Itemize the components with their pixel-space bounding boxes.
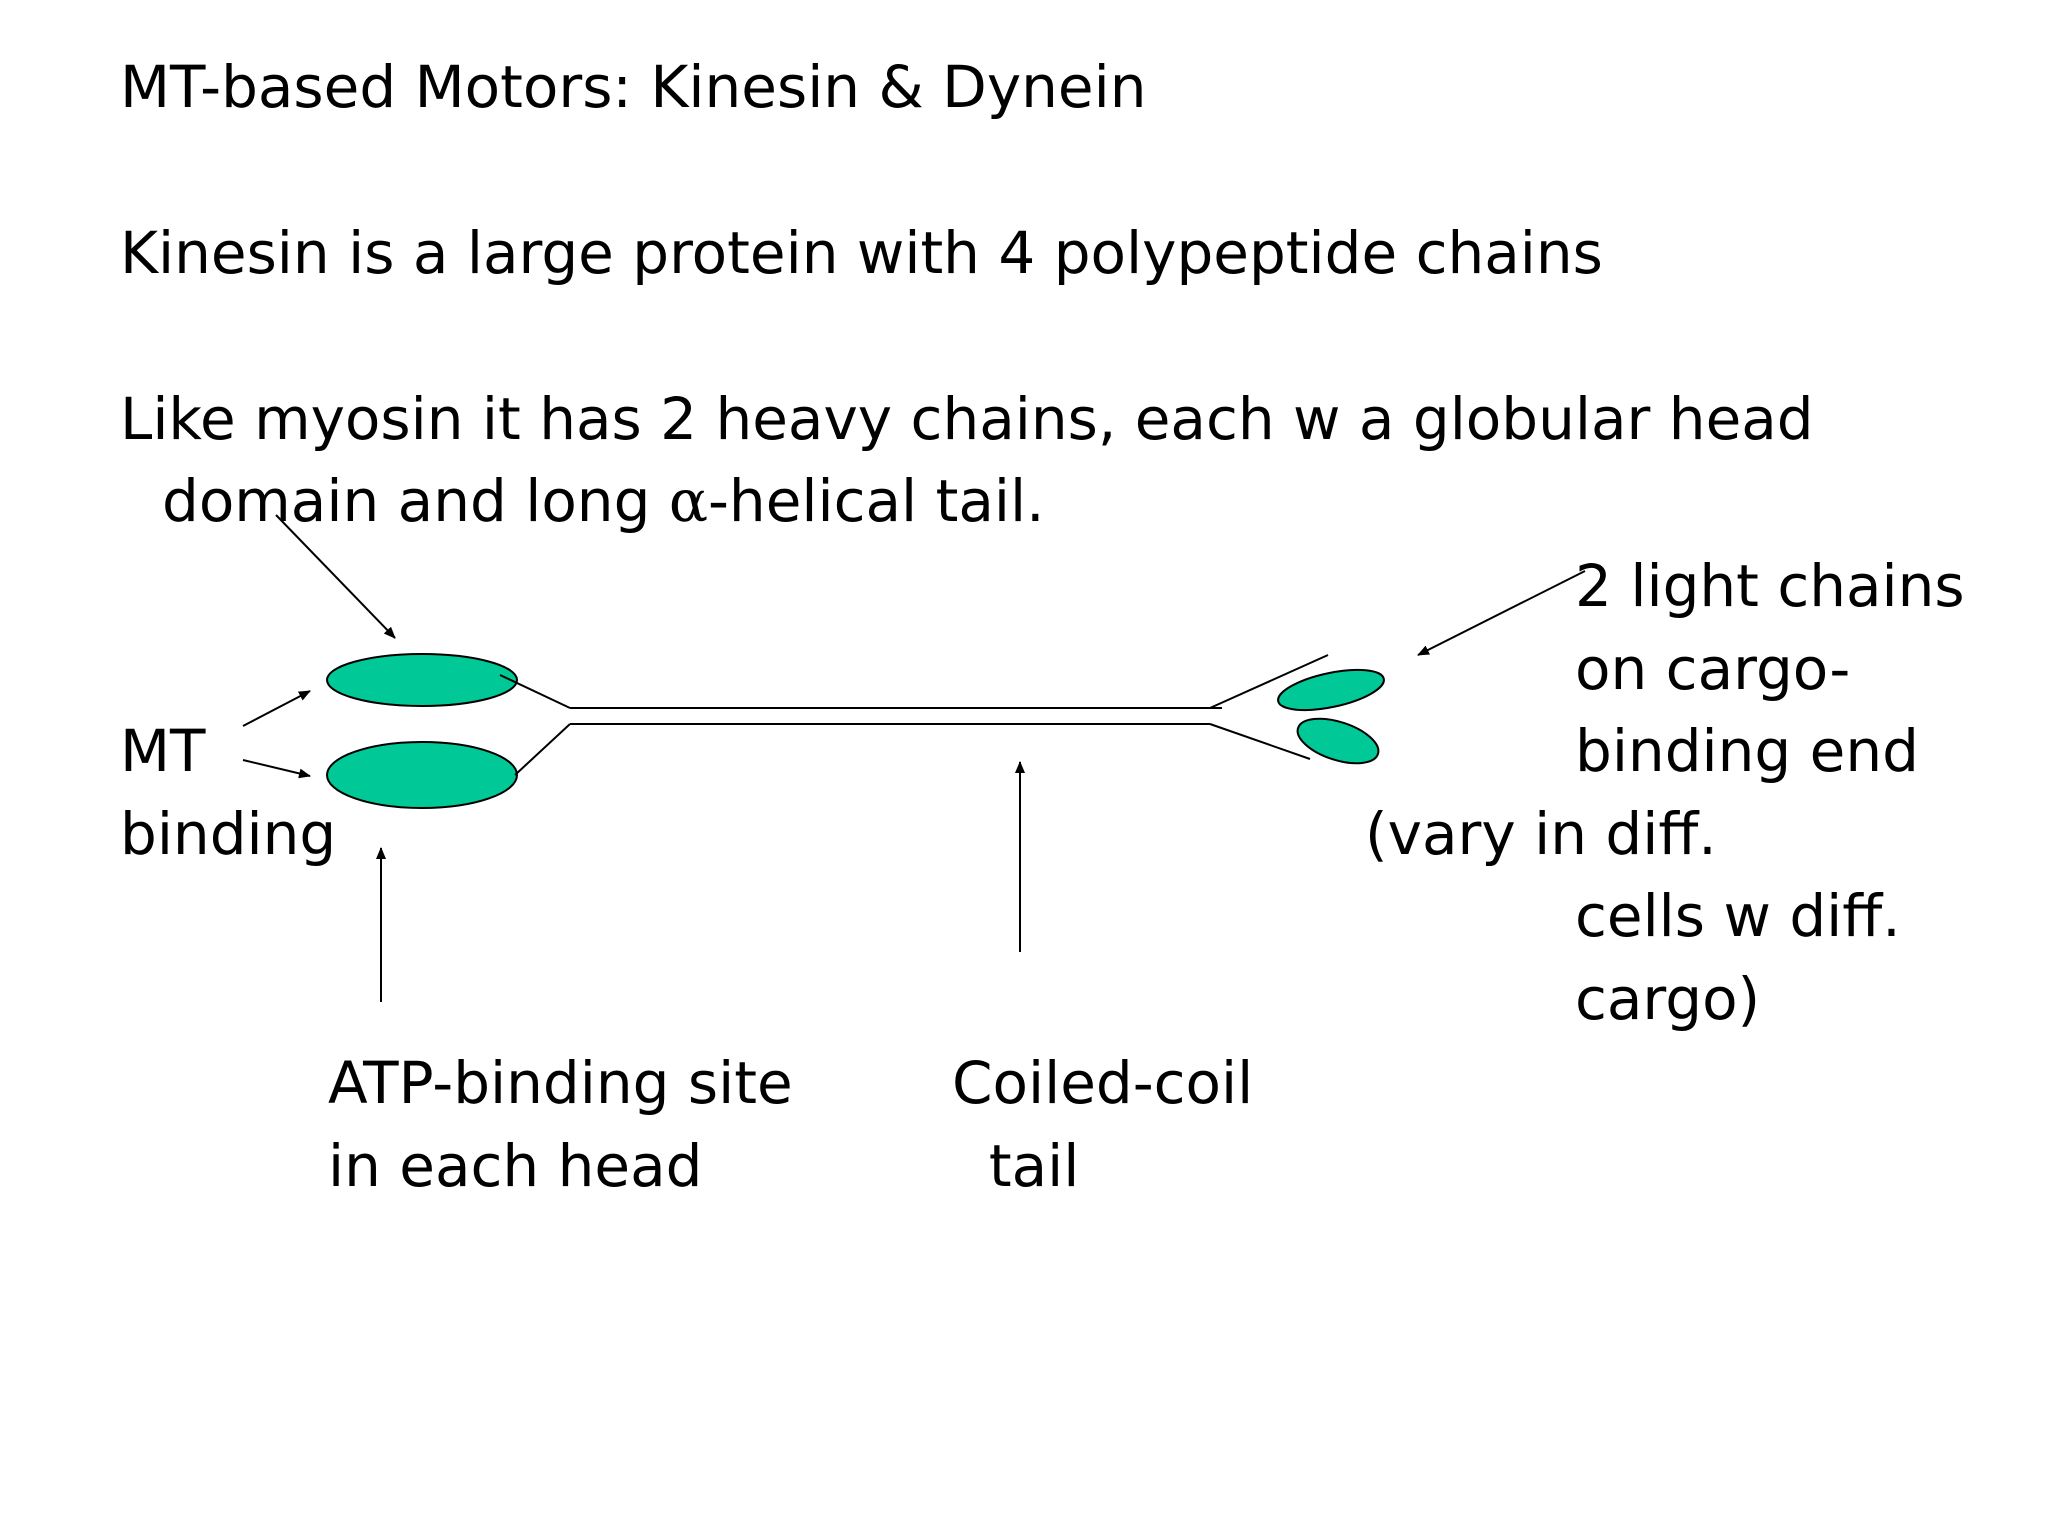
paragraph-myosin-line2: domain and long α-helical tail. bbox=[162, 460, 1045, 542]
label-vary: (vary in diff. bbox=[1365, 800, 1717, 868]
arrow-light-chains bbox=[1417, 570, 1586, 656]
label-mt: MT bbox=[120, 717, 206, 785]
fan-lower bbox=[1209, 723, 1311, 760]
light-chain-lower bbox=[1296, 717, 1380, 765]
line2-post: -helical tail. bbox=[708, 467, 1045, 535]
label-coiled-2: tail bbox=[952, 1132, 1080, 1200]
slide-title: MT-based Motors: Kinesin & Dynein bbox=[120, 53, 1147, 121]
line2-pre: domain and long bbox=[162, 467, 669, 535]
paragraph-myosin-line1: Like myosin it has 2 heavy chains, each … bbox=[120, 385, 1814, 453]
alpha-symbol: α bbox=[668, 467, 708, 535]
arrow-mt-lower bbox=[242, 759, 311, 779]
label-light-chains-1: 2 light chains bbox=[1575, 552, 1965, 620]
neck-upper bbox=[499, 674, 571, 709]
light-chain-upper bbox=[1277, 668, 1385, 712]
label-light-chains-2: on cargo- bbox=[1575, 635, 1851, 703]
head-lower bbox=[326, 741, 518, 809]
label-binding: binding bbox=[120, 800, 337, 868]
label-atp-2: in each head bbox=[328, 1132, 703, 1200]
fan-upper bbox=[1209, 654, 1329, 709]
neck-lower bbox=[514, 723, 571, 776]
label-coiled-1: Coiled-coil bbox=[952, 1049, 1254, 1117]
paragraph-kinesin: Kinesin is a large protein with 4 polype… bbox=[120, 219, 1603, 287]
label-light-chains-3: binding end bbox=[1575, 717, 1919, 785]
label-atp-1: ATP-binding site bbox=[328, 1049, 793, 1117]
label-cells-1: cells w diff. bbox=[1575, 882, 1901, 950]
head-upper bbox=[326, 653, 518, 707]
arrow-mt-upper bbox=[242, 690, 311, 727]
arrow-to-heads bbox=[275, 514, 396, 639]
label-cells-2: cargo) bbox=[1575, 965, 1761, 1033]
